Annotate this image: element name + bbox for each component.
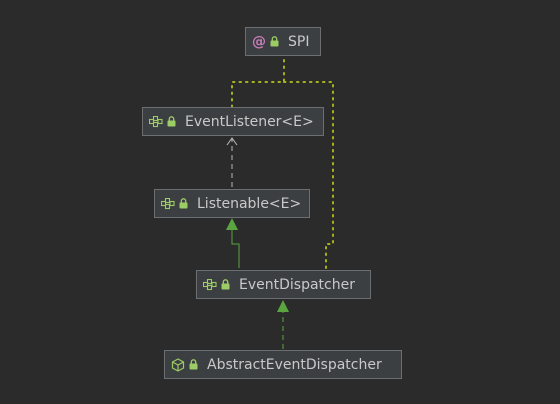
interface-icon [203, 278, 217, 292]
node-listenable[interactable]: Listenable<E> [154, 189, 310, 218]
interface-icon [149, 115, 163, 129]
lock-icon [269, 36, 279, 48]
edge-eventlistener-spi [231, 55, 285, 108]
filled-arrowhead [226, 218, 238, 230]
lock-icon [220, 279, 230, 291]
node-label: AbstractEventDispatcher [207, 356, 382, 373]
node-spi[interactable]: @ SPI [245, 27, 321, 56]
abstract-class-icon [171, 357, 185, 372]
lock-icon [188, 359, 198, 371]
interface-icon [161, 197, 175, 211]
lock-icon [178, 198, 188, 210]
node-abstracteventdispatcher[interactable]: AbstractEventDispatcher [164, 350, 402, 379]
node-label: Listenable<E> [197, 195, 302, 212]
edge-eventdispatcher-listenable [231, 228, 240, 268]
node-label: EventDispatcher [239, 276, 355, 293]
at-icon: @ [252, 33, 266, 50]
node-label: SPI [288, 33, 310, 50]
open-arrowhead [226, 137, 238, 146]
node-eventdispatcher[interactable]: EventDispatcher [196, 270, 371, 299]
edge-eventdispatcher-spi [283, 81, 334, 269]
node-label: EventListener<E> [185, 113, 314, 130]
lock-icon [166, 116, 176, 128]
filled-arrowhead [277, 300, 289, 312]
node-eventlistener[interactable]: EventListener<E> [142, 107, 324, 136]
